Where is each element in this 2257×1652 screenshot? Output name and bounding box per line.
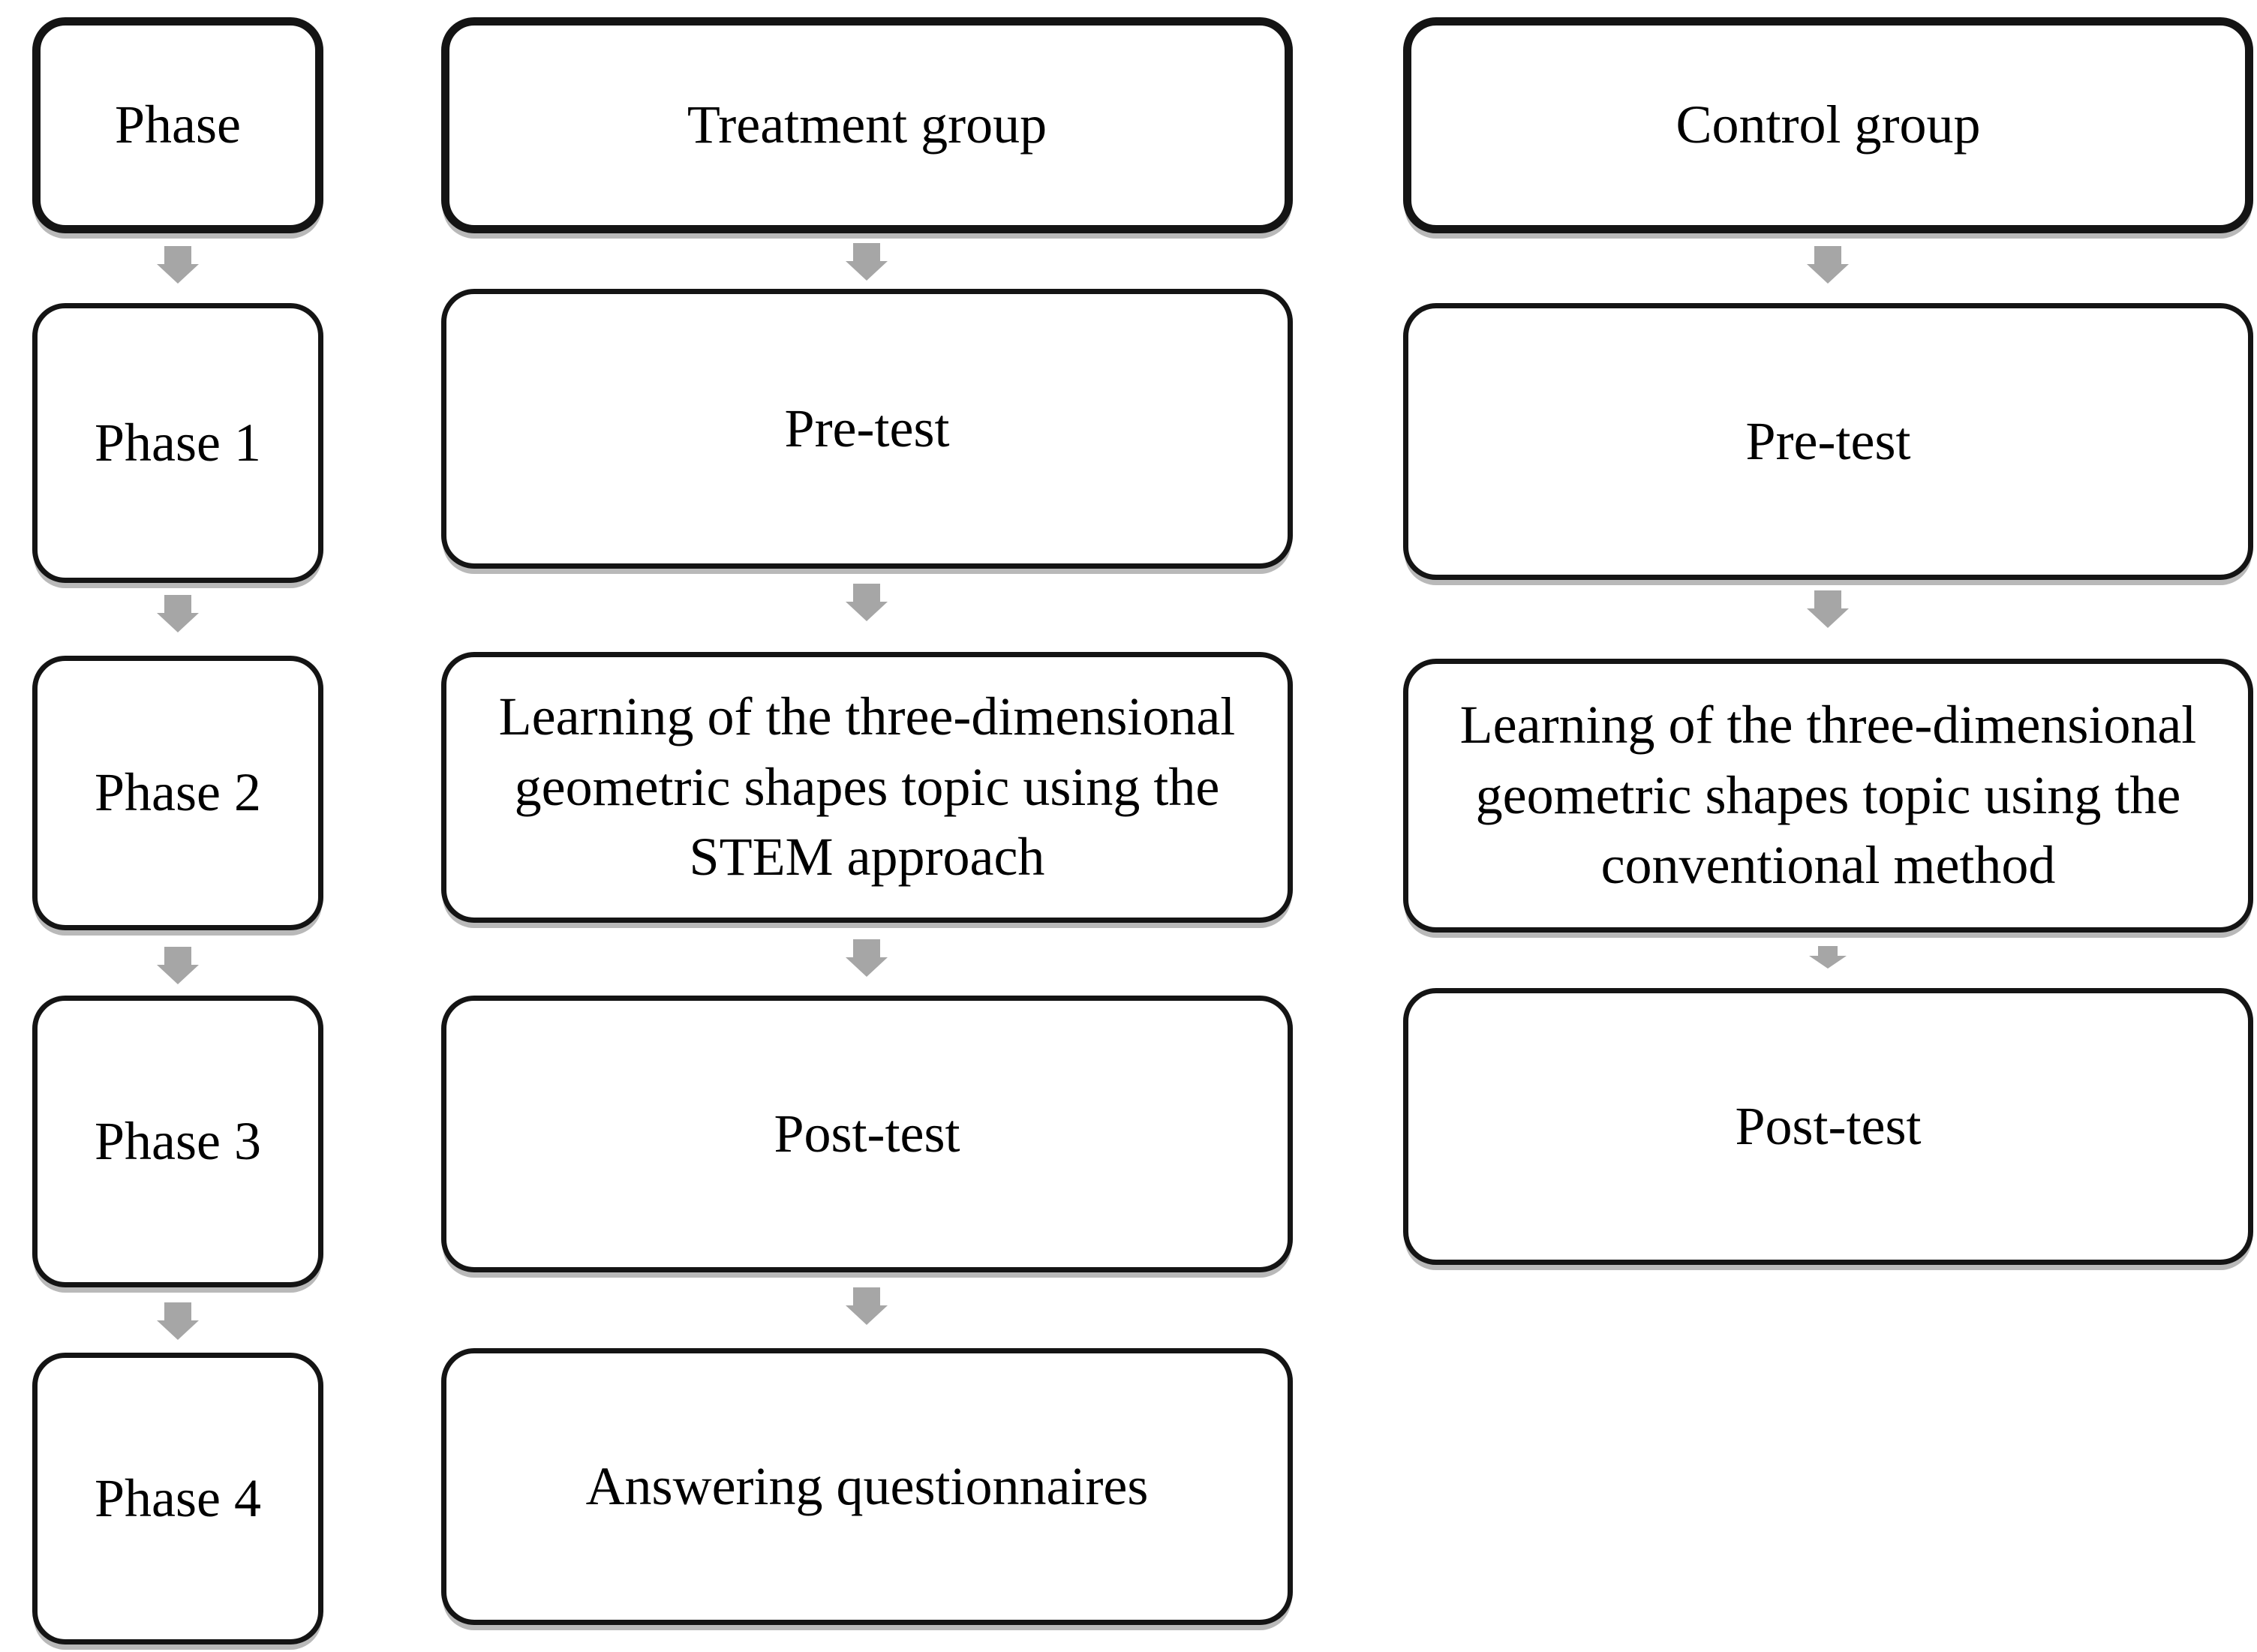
box-phase-3: Phase 3 [32,996,323,1287]
box-control-header: Control group [1403,17,2253,233]
box-learning-conventional: Learning of the three-dimensional geomet… [1403,659,2253,933]
box-learning-stem: Learning of the three-dimensional geomet… [441,652,1293,923]
box-phase-1: Phase 1 [32,303,323,583]
down-arrow-icon [157,246,199,284]
down-arrow-icon [157,1302,199,1340]
box-phase-2: Phase 2 [32,656,323,930]
down-arrow-icon [1807,246,1849,284]
down-arrow-icon [157,595,199,632]
box-posttest-control: Post-test [1403,988,2253,1265]
box-treatment-header: Treatment group [441,17,1293,233]
down-arrow-icon [846,584,888,621]
down-arrow-icon [846,939,888,977]
down-arrow-icon [1809,946,1847,969]
down-arrow-icon [157,947,199,984]
down-arrow-icon [1807,590,1849,628]
down-arrow-icon [846,1287,888,1325]
box-pretest-control: Pre-test [1403,303,2253,580]
box-pretest-treatment: Pre-test [441,289,1293,569]
box-posttest-treatment: Post-test [441,996,1293,1272]
box-phase-4: Phase 4 [32,1353,323,1644]
box-phase-header: Phase [32,17,323,233]
down-arrow-icon [846,243,888,281]
box-questionnaires: Answering questionnaires [441,1348,1293,1625]
